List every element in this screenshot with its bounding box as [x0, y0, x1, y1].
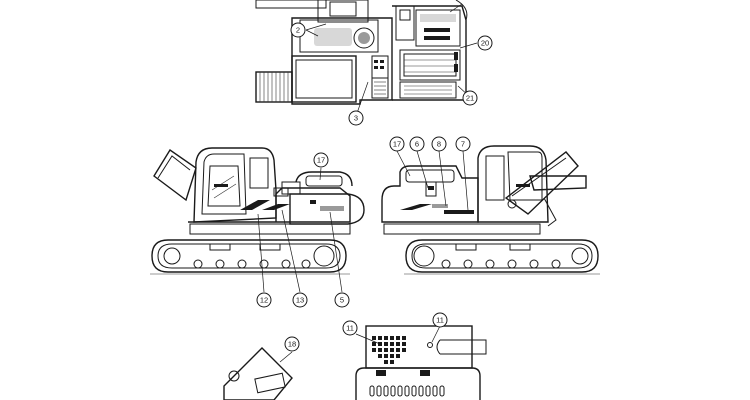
svg-text:17: 17	[317, 156, 325, 165]
top-view-excavator	[255, 0, 468, 105]
callout-12: 12	[256, 292, 272, 308]
svg-text:11: 11	[436, 316, 444, 325]
callout-13: 13	[292, 292, 308, 308]
svg-text:13: 13	[296, 296, 304, 305]
callout-3: 3	[348, 110, 364, 126]
svg-text:17: 17	[393, 140, 401, 149]
decal-sheet-detail	[223, 347, 293, 400]
svg-text:20: 20	[481, 39, 489, 48]
callout-20: 20	[477, 35, 493, 51]
svg-text:12: 12	[260, 296, 268, 305]
svg-text:11: 11	[346, 324, 354, 333]
callout-17-left: 17	[313, 152, 329, 168]
svg-text:5: 5	[340, 296, 344, 305]
svg-text:2: 2	[296, 26, 300, 35]
callout-8: 8	[431, 136, 447, 152]
svg-text:3: 3	[354, 114, 358, 123]
callout-7: 7	[455, 136, 471, 152]
access-panel-detail	[355, 325, 487, 400]
left-side-view-excavator	[150, 147, 365, 275]
callout-17-right: 17	[389, 136, 405, 152]
svg-text:8: 8	[437, 140, 441, 149]
callout-6: 6	[409, 136, 425, 152]
svg-text:18: 18	[288, 340, 296, 349]
right-side-view-excavator	[381, 145, 600, 275]
callout-11-left: 11	[342, 320, 358, 336]
svg-text:6: 6	[415, 140, 419, 149]
callout-18: 18	[284, 336, 300, 352]
svg-text:7: 7	[461, 140, 465, 149]
callout-2: 2	[290, 22, 306, 38]
callout-11-right: 11	[432, 312, 448, 328]
callout-5: 5	[334, 292, 350, 308]
svg-text:21: 21	[466, 94, 474, 103]
callout-21: 21	[462, 90, 478, 106]
